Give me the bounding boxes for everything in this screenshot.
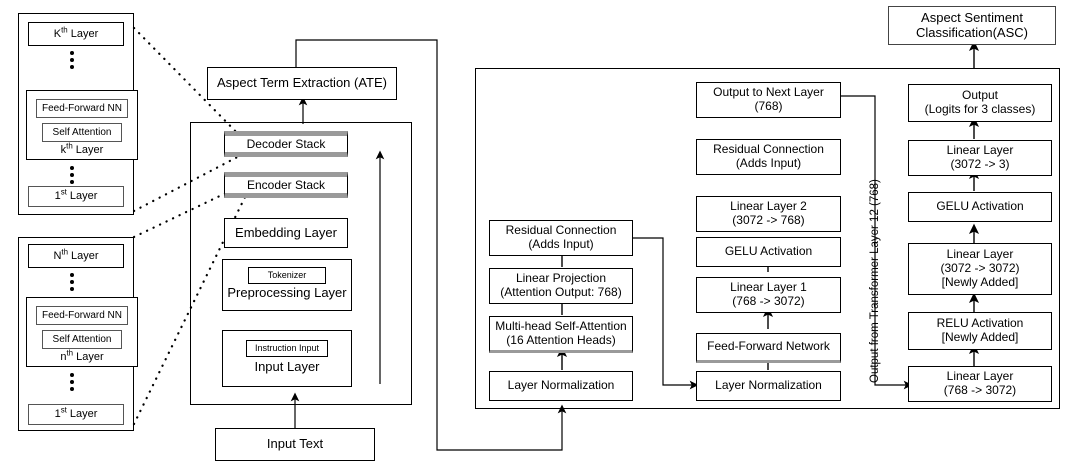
arrow-residual-to-ffn-layernorm — [633, 237, 699, 390]
n-stack-self-attention-label: Self Attention — [52, 333, 112, 345]
linear-layer-2-line2: (3072 -> 768) — [732, 213, 805, 227]
dotted-nstack-top-to-encoder — [132, 181, 249, 239]
dotted-kstack-bottom-to-decoder — [132, 150, 249, 213]
k-stack-inner-layer: Feed-Forward NN Self Attention kth Layer — [26, 90, 138, 160]
n-stack-top-layer-label: Nth Layer — [53, 247, 99, 262]
decoder-stack-box: Decoder Stack — [224, 131, 348, 157]
n-stack-feedforward-nn-label: Feed-Forward NN — [41, 309, 123, 321]
instruction-input-box: Instruction Input — [246, 340, 328, 357]
ffn-residual-line1: Residual Connection — [713, 142, 824, 157]
n-stack-self-attention: Self Attention — [42, 330, 122, 350]
attention-residual-line1: Residual Connection — [505, 223, 617, 238]
linear-layer-1-line1: Linear Layer 1 — [730, 280, 807, 295]
tokenizer-label: Tokenizer — [267, 270, 307, 281]
classifier-linear-768-line2: (768 -> 3072) — [943, 383, 1017, 397]
k-stack-feedforward-nn-label: Feed-Forward NN — [41, 102, 123, 114]
attention-layer-normalization-label: Layer Normalization — [507, 378, 615, 393]
aspect-term-extraction-label: Aspect Term Extraction (ATE) — [216, 75, 387, 91]
linear-layer-1-box: Linear Layer 1 (768 -> 3072) — [696, 277, 841, 313]
classifier-linear-3-line2: (3072 -> 3) — [950, 157, 1010, 171]
k-stack-top-layer: Kth Layer — [28, 22, 124, 46]
classifier-linear-768-line1: Linear Layer — [946, 369, 1014, 384]
linear-layer-2-line1: Linear Layer 2 — [730, 199, 807, 214]
classifier-linear-3-line1: Linear Layer — [946, 143, 1014, 158]
n-stack-lower-ellipsis — [70, 370, 74, 394]
classifier-gelu-activation-box: GELU Activation — [908, 192, 1052, 222]
n-stack-first-layer: 1st Layer — [28, 404, 124, 425]
multihead-self-attention-line1: Multi-head Self-Attention — [495, 318, 627, 333]
k-stack-lower-ellipsis — [70, 163, 74, 187]
linear-layer-2-box: Linear Layer 2 (3072 -> 768) — [696, 196, 841, 232]
classifier-linear-3072-line2: (3072 -> 3072) — [940, 261, 1020, 276]
feed-forward-network-label: Feed-Forward Network — [707, 339, 830, 354]
k-stack-self-attention: Self Attention — [42, 123, 122, 143]
input-text-label: Input Text — [266, 436, 324, 452]
bridge-label-output-from-transformer-layer-12: Output from Transformer Layer 12 (768) — [869, 179, 881, 383]
ffn-residual-connection-box: Residual Connection (Adds Input) — [696, 139, 841, 175]
classifier-output-box: Output (Logits for 3 classes) — [908, 84, 1052, 122]
input-layer-box: Instruction Input Input Layer — [222, 330, 352, 387]
multihead-self-attention-line2: (16 Attention Heads) — [506, 332, 616, 347]
k-stack-first-layer: 1st Layer — [28, 186, 124, 207]
classifier-relu-activation-box: RELU Activation [Newly Added] — [908, 312, 1052, 350]
k-stack-top-layer-label: Kth Layer — [53, 25, 99, 40]
dotted-nstack-bottom-to-encoder — [132, 191, 249, 426]
instruction-input-label: Instruction Input — [254, 343, 320, 354]
feed-forward-network-box: Feed-Forward Network — [696, 333, 841, 363]
attention-residual-line2: (Adds Input) — [528, 237, 594, 251]
attention-layer-normalization-box: Layer Normalization — [489, 371, 633, 401]
n-stack-inner-layer-label: nth Layer — [60, 348, 104, 364]
classifier-linear-3072-box: Linear Layer (3072 -> 3072) [Newly Added… — [908, 243, 1052, 295]
linear-projection-line2: (Attention Output: 768) — [500, 285, 622, 299]
n-stack-feedforward-nn: Feed-Forward NN — [36, 306, 128, 326]
encoder-stack-label: Encoder Stack — [246, 178, 326, 192]
linear-projection-line1: Linear Projection — [515, 271, 607, 286]
n-stack-first-layer-label: 1st Layer — [54, 405, 98, 421]
decoder-stack-label: Decoder Stack — [246, 137, 326, 151]
linear-projection-box: Linear Projection (Attention Output: 768… — [489, 268, 633, 304]
output-to-next-layer-box: Output to Next Layer (768) — [696, 82, 841, 118]
classifier-output-line1: Output — [961, 88, 999, 103]
ffn-gelu-activation-label: GELU Activation — [724, 244, 813, 259]
asc-box: Aspect Sentiment Classification(ASC) — [888, 6, 1056, 45]
classifier-linear-3072-line3: [Newly Added] — [941, 274, 1019, 289]
linear-layer-1-line2: (768 -> 3072) — [732, 294, 805, 308]
classifier-relu-activation-line2: [Newly Added] — [941, 330, 1019, 344]
preprocessing-layer-box: Tokenizer Preprocessing Layer — [222, 259, 352, 311]
k-stack-feedforward-nn: Feed-Forward NN — [36, 99, 128, 119]
ffn-gelu-activation-box: GELU Activation — [696, 237, 841, 267]
classifier-output-line2: (Logits for 3 classes) — [924, 102, 1036, 116]
k-stack-self-attention-label: Self Attention — [52, 126, 112, 138]
classifier-relu-activation-line1: RELU Activation — [936, 316, 1024, 331]
k-stack-first-layer-label: 1st Layer — [54, 187, 98, 203]
classifier-linear-3-box: Linear Layer (3072 -> 3) — [908, 140, 1052, 176]
embedding-layer-box: Embedding Layer — [224, 218, 348, 248]
ffn-residual-line2: (Adds Input) — [735, 156, 802, 170]
ffn-layer-normalization-label: Layer Normalization — [715, 378, 822, 393]
attention-residual-connection-box: Residual Connection (Adds Input) — [489, 220, 633, 256]
arrow-ate-to-transformer-block — [295, 39, 567, 451]
arrow-output-to-classifier — [841, 95, 913, 390]
k-stack-upper-ellipsis — [70, 48, 74, 72]
embedding-layer-label: Embedding Layer — [235, 224, 337, 240]
asc-label: Aspect Sentiment Classification(ASC) — [916, 9, 1028, 40]
n-stack-upper-ellipsis — [70, 270, 74, 294]
classifier-gelu-activation-label: GELU Activation — [936, 199, 1024, 214]
multihead-self-attention-box: Multi-head Self-Attention (16 Attention … — [489, 316, 633, 353]
input-text-box: Input Text — [215, 428, 375, 461]
output-to-next-layer-line2: (768) — [754, 99, 783, 113]
encoder-stack-box: Encoder Stack — [224, 172, 348, 198]
output-to-next-layer-line1: Output to Next Layer — [713, 85, 824, 100]
classifier-linear-768-box: Linear Layer (768 -> 3072) — [908, 366, 1052, 402]
tokenizer-box: Tokenizer — [248, 267, 326, 284]
k-stack-inner-layer-label: kth Layer — [60, 141, 104, 157]
n-stack-top-layer: Nth Layer — [28, 244, 124, 268]
aspect-term-extraction-box: Aspect Term Extraction (ATE) — [207, 67, 397, 100]
ffn-layer-normalization-box: Layer Normalization — [696, 371, 841, 401]
preprocessing-layer-label: Preprocessing Layer — [227, 285, 347, 300]
n-stack-inner-layer: Feed-Forward NN Self Attention nth Layer — [26, 297, 138, 367]
classifier-linear-3072-line1: Linear Layer — [946, 247, 1014, 262]
input-layer-label: Input Layer — [254, 359, 320, 374]
